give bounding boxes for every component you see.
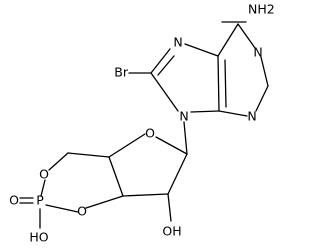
atom-label-n9: N: [179, 109, 188, 124]
bond-n7-c8-inner: [157, 55, 175, 76]
bond-c4-c5: [217, 55, 220, 112]
atom-label-nh2: NH2: [248, 2, 275, 17]
atom-label-sugar-oh: OH: [162, 224, 181, 239]
bond-o3prime-c3prime: [85, 195, 124, 209]
structure-drawing: NH2 Br N N N N O O O P O HO OH: [9, 2, 275, 245]
atom-label-n3: N: [247, 109, 256, 124]
bond-ring-o-c4prime: [108, 133, 146, 158]
bond-c4prime-c5prime: [67, 152, 110, 158]
atom-label-ring-o: O: [145, 126, 155, 141]
bond-c5prime-o5prime: [48, 152, 69, 171]
bond-c2-n3: [255, 85, 269, 112]
atom-label-n7: N: [173, 35, 182, 50]
atom-label-phosphate-ho: HO: [29, 230, 48, 245]
bond-c1prime-ring-o: [155, 136, 188, 155]
bond-c3prime-c2prime: [122, 193, 169, 197]
bond-c6-n1: [237, 23, 256, 49]
bond-n3-c4: [218, 110, 248, 117]
bond-p-o3prime: [45, 204, 79, 213]
atom-label-phosphoryl-o: O: [9, 193, 19, 208]
atom-label-p: P: [36, 193, 44, 208]
atom-label-n1: N: [253, 45, 262, 60]
bond-n1-c2: [260, 56, 269, 87]
bond-c2prime-oh: [167, 193, 172, 222]
bond-c2prime-c1prime: [167, 153, 188, 195]
purine-bonds: [128, 21, 269, 155]
bond-c5-c6: [217, 23, 239, 57]
bond-c5-n7: [184, 43, 219, 57]
chemical-structure: NH2 Br N N N N O O O P O HO OH: [9, 1, 275, 245]
bond-c8-n9: [150, 72, 179, 112]
bond-c4-c5-inner: [224, 59, 227, 108]
bond-o5prime-p: [40, 179, 46, 197]
ribose-phosphate-bonds: [19, 133, 188, 229]
bond-n9-c1prime: [183, 121, 188, 155]
bond-c4prime-c3prime: [108, 156, 124, 197]
bond-n9-c4: [190, 110, 220, 113]
atom-label-br: Br: [114, 65, 129, 80]
atom-labels: NH2 Br N N N N O O O P O HO OH: [9, 2, 275, 245]
atom-label-o5prime: O: [39, 167, 49, 182]
bond-n7-c8: [150, 48, 171, 74]
atom-label-o3prime: O: [77, 204, 87, 219]
